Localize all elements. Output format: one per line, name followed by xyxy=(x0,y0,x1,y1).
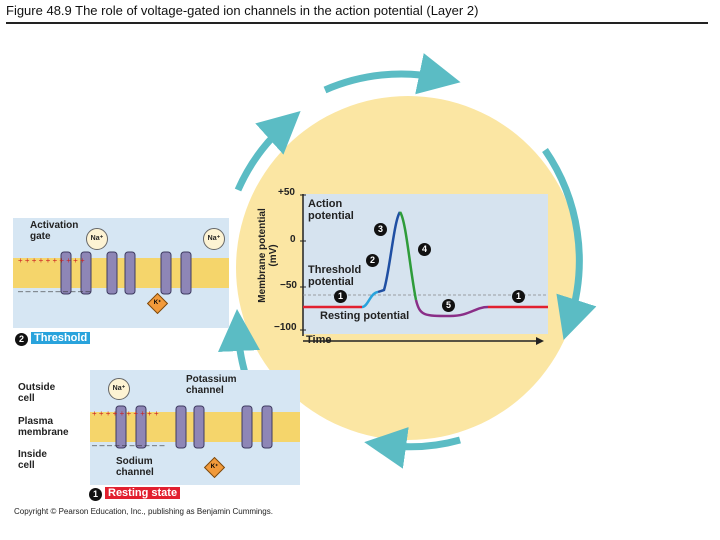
resting-panel: + + + + + + + + + + – – – – – – – – – – xyxy=(90,370,300,485)
threshold-minus-charges: – – – – – – – – – – xyxy=(18,286,91,296)
graph-background xyxy=(303,194,548,334)
repolarization-trace xyxy=(398,211,418,301)
threshold-caption: Threshold xyxy=(31,332,91,344)
threshold-na-ion-1: Na⁺ xyxy=(86,228,108,250)
graph-step-5: 5 xyxy=(442,299,455,312)
graph-step-4: 4 xyxy=(418,243,431,256)
y-axis-label: Membrane potential (mV) xyxy=(257,208,279,303)
resting-k-ion-label: K⁺ xyxy=(210,464,219,470)
threshold-plus-charges: + + + + + + + + + + xyxy=(18,256,85,265)
cycle-arrow-right xyxy=(542,148,597,341)
potassium-channel-label: Potassium channel xyxy=(186,374,237,396)
title-rule xyxy=(6,22,708,24)
cycle-arrow-left xyxy=(234,110,301,192)
threshold-membrane xyxy=(13,258,229,288)
action-potential-label: Action potential xyxy=(308,198,354,222)
resting-channels xyxy=(115,405,273,449)
cycle-arrow-top xyxy=(323,53,461,95)
resting-minus-charges: – – – – – – – – – – xyxy=(92,440,165,450)
y-tick-minus50: −50 xyxy=(280,280,297,291)
graph-step-1: 1 xyxy=(334,290,347,303)
threshold-potential-label: Threshold potential xyxy=(308,264,362,288)
action-potential-graph xyxy=(300,194,548,345)
plasma-membrane-label: Plasma membrane xyxy=(18,416,69,438)
resting-potential-label: Resting potential xyxy=(320,310,410,322)
threshold-step-number: 2 xyxy=(15,333,28,346)
threshold-channels xyxy=(60,251,192,295)
graph-step-1-end: 1 xyxy=(512,290,525,303)
x-axis-arrowhead xyxy=(536,337,544,345)
graph-step-2: 2 xyxy=(366,254,379,267)
figure-title: Figure 48.9 The role of voltage-gated io… xyxy=(6,3,479,18)
undershoot-trace xyxy=(414,299,489,318)
depolarization-trace xyxy=(377,211,402,294)
threshold-trace xyxy=(361,290,379,309)
threshold-k-ion-label: K⁺ xyxy=(153,300,162,306)
threshold-panel: + + + + + + + + + + – – – – – – – – – – xyxy=(13,218,229,328)
resting-caption: Resting state xyxy=(105,487,181,499)
sodium-channel-label: Sodium channel xyxy=(116,456,154,478)
activation-gate-label: Activation gate xyxy=(30,220,79,242)
resting-na-ion: Na⁺ xyxy=(108,378,130,400)
y-tick-minus100: −100 xyxy=(274,322,297,333)
graph-step-3: 3 xyxy=(374,223,387,236)
y-tick-0: 0 xyxy=(290,234,296,245)
copyright-notice: Copyright © Pearson Education, Inc., pub… xyxy=(14,507,273,516)
x-axis-label: Time xyxy=(306,334,332,346)
resting-plus-charges: + + + + + + + + + + xyxy=(92,409,159,418)
y-tick-plus50: +50 xyxy=(278,187,295,198)
outside-cell-label: Outside cell xyxy=(18,382,56,404)
cycle-arrow-bottom xyxy=(364,427,461,469)
threshold-na-ion-2: Na⁺ xyxy=(203,228,225,250)
inside-cell-label: Inside cell xyxy=(18,449,47,471)
resting-step-number: 1 xyxy=(89,488,102,501)
